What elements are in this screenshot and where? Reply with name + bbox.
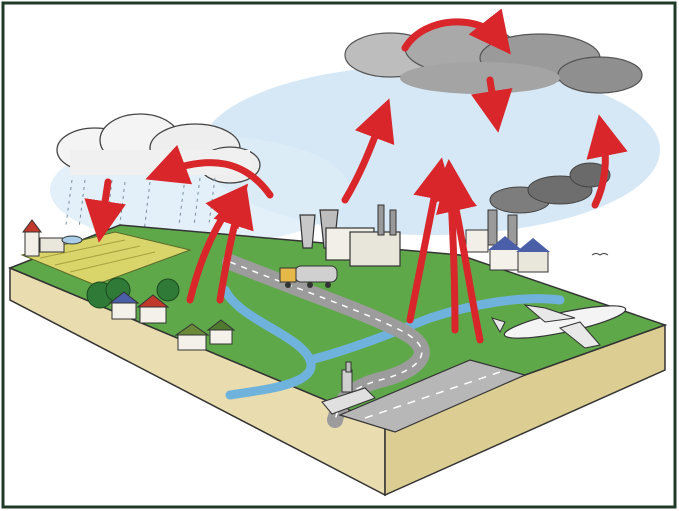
village bbox=[86, 277, 236, 351]
airplane bbox=[490, 304, 627, 349]
arrow-cloud-down bbox=[471, 76, 513, 133]
farm-buildings bbox=[22, 219, 83, 257]
field-rows bbox=[39, 239, 156, 273]
arrow-cloud-arc bbox=[401, 8, 511, 55]
pollution-arrows bbox=[84, 8, 628, 344]
road-centerline bbox=[229, 261, 423, 421]
arrow-powerplant-up bbox=[341, 98, 395, 204]
arrow-factory-up bbox=[586, 114, 628, 209]
factory bbox=[465, 209, 550, 273]
arrow-cloud-loop-left bbox=[145, 144, 274, 199]
power-plant bbox=[299, 204, 401, 267]
birds bbox=[591, 253, 609, 256]
river bbox=[220, 285, 565, 400]
airport-runway bbox=[338, 359, 527, 433]
ship bbox=[321, 361, 376, 415]
tanker-truck bbox=[279, 265, 338, 288]
arrow-rain-down bbox=[84, 178, 126, 243]
arrow-village-to-cloud bbox=[213, 184, 254, 304]
arrow-road-up-3 bbox=[436, 169, 484, 344]
